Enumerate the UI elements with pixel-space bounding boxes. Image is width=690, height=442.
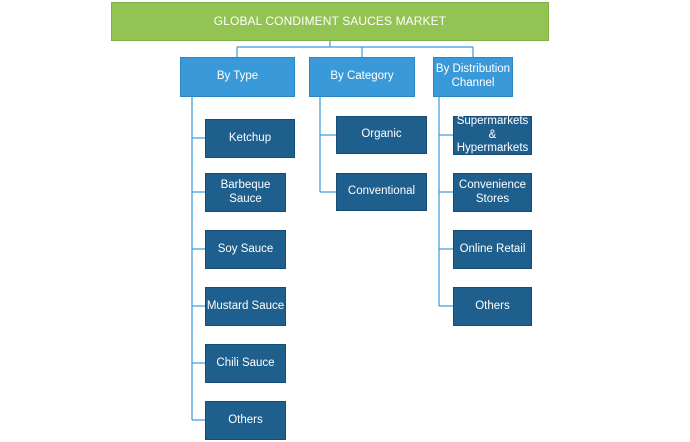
leaf-label: Conventional xyxy=(347,185,416,198)
leaf-type-others: Others xyxy=(205,401,286,440)
leaf-label: Supermarkets & Hypermarkets xyxy=(456,114,529,155)
leaf-barbeque-sauce: Barbeque Sauce xyxy=(205,173,286,212)
branch-label: By Category xyxy=(330,70,394,83)
branch-by-type: By Type xyxy=(180,57,295,97)
leaf-supermarkets-hypermarkets: Supermarkets & Hypermarkets xyxy=(453,114,532,155)
leaf-convenience-stores: Convenience Stores xyxy=(453,173,532,212)
leaf-label: Barbeque Sauce xyxy=(220,178,271,205)
branch-by-distribution-channel: By Distribution Channel xyxy=(433,57,513,97)
root-label: GLOBAL CONDIMENT SAUCES MARKET xyxy=(213,14,447,29)
leaf-label: Online Retail xyxy=(459,242,526,255)
leaf-label: Organic xyxy=(361,128,402,141)
leaf-label: Others xyxy=(228,413,263,426)
leaf-label: Mustard Sauce xyxy=(206,299,285,312)
leaf-chili-sauce: Chili Sauce xyxy=(205,344,286,383)
leaf-conventional: Conventional xyxy=(336,173,427,211)
leaf-ketchup: Ketchup xyxy=(205,119,295,158)
root-node: GLOBAL CONDIMENT SAUCES MARKET xyxy=(111,2,549,41)
branch-by-category: By Category xyxy=(309,57,415,97)
leaf-organic: Organic xyxy=(336,116,427,154)
branch-label: By Type xyxy=(216,70,259,83)
leaf-online-retail: Online Retail xyxy=(453,230,532,269)
leaf-soy-sauce: Soy Sauce xyxy=(205,230,286,269)
leaf-mustard-sauce: Mustard Sauce xyxy=(205,287,286,326)
leaf-label: Ketchup xyxy=(228,131,272,144)
leaf-label: Soy Sauce xyxy=(217,242,274,255)
branch-label: By Distribution Channel xyxy=(435,63,511,89)
leaf-label: Others xyxy=(475,299,510,312)
leaf-channel-others: Others xyxy=(453,287,532,326)
leaf-label: Convenience Stores xyxy=(458,178,527,205)
leaf-label: Chili Sauce xyxy=(216,356,275,369)
